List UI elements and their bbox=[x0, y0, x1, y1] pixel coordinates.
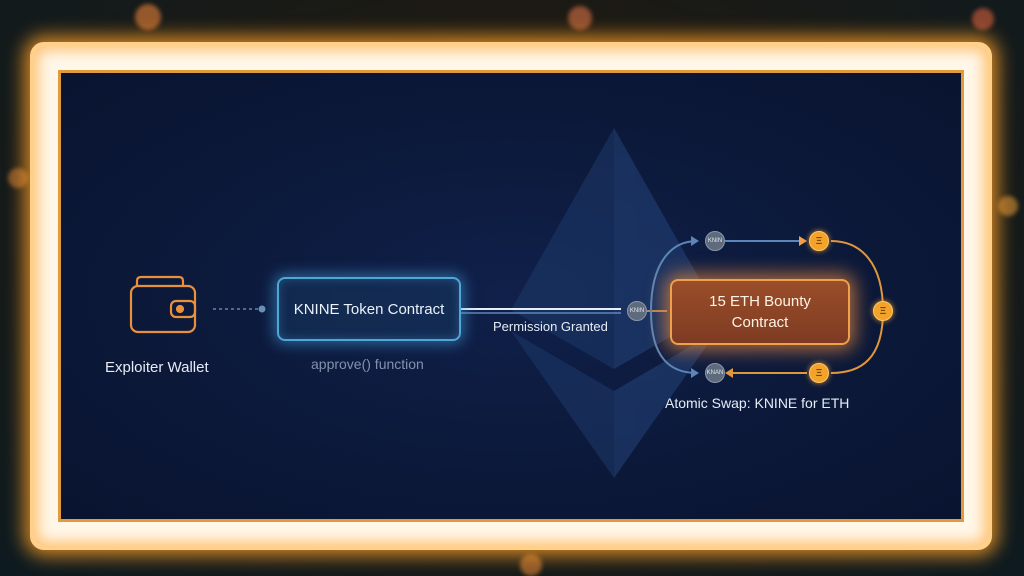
knine-coin-icon: KNIN bbox=[627, 301, 647, 321]
eth-coin-icon: Ξ bbox=[809, 231, 829, 251]
knine-token-contract[interactable]: KNINE Token Contract bbox=[277, 277, 461, 341]
swap-loop bbox=[650, 236, 884, 378]
eth-bounty-contract[interactable]: 15 ETH Bounty Contract bbox=[670, 279, 850, 345]
bokeh-light bbox=[998, 196, 1018, 216]
approve-function-label: approve() function bbox=[311, 356, 424, 372]
bounty-contract-line2: Contract bbox=[731, 314, 789, 331]
bokeh-light bbox=[520, 554, 542, 576]
permission-granted-label: Permission Granted bbox=[493, 319, 608, 334]
eth-coin-icon: Ξ bbox=[809, 363, 829, 383]
wallet-icon bbox=[129, 275, 197, 334]
token-contract-label: KNINE Token Contract bbox=[293, 300, 445, 318]
eth-coin-icon: Ξ bbox=[873, 301, 893, 321]
bokeh-light bbox=[8, 168, 28, 188]
knine-coin-icon: KNIN bbox=[705, 231, 725, 251]
wallet-label: Exploiter Wallet bbox=[105, 359, 209, 376]
knine-coin-icon: KNAN bbox=[705, 363, 725, 383]
bokeh-light bbox=[568, 6, 592, 30]
wallet-connector bbox=[213, 305, 266, 313]
diagram-panel: Exploiter Wallet KNINE Token Contract ap… bbox=[58, 70, 964, 522]
bounty-contract-line1: 15 ETH Bounty bbox=[709, 293, 811, 310]
atomic-swap-label: Atomic Swap: KNINE for ETH bbox=[665, 395, 850, 411]
bokeh-light bbox=[972, 8, 994, 30]
bokeh-light bbox=[135, 4, 161, 30]
